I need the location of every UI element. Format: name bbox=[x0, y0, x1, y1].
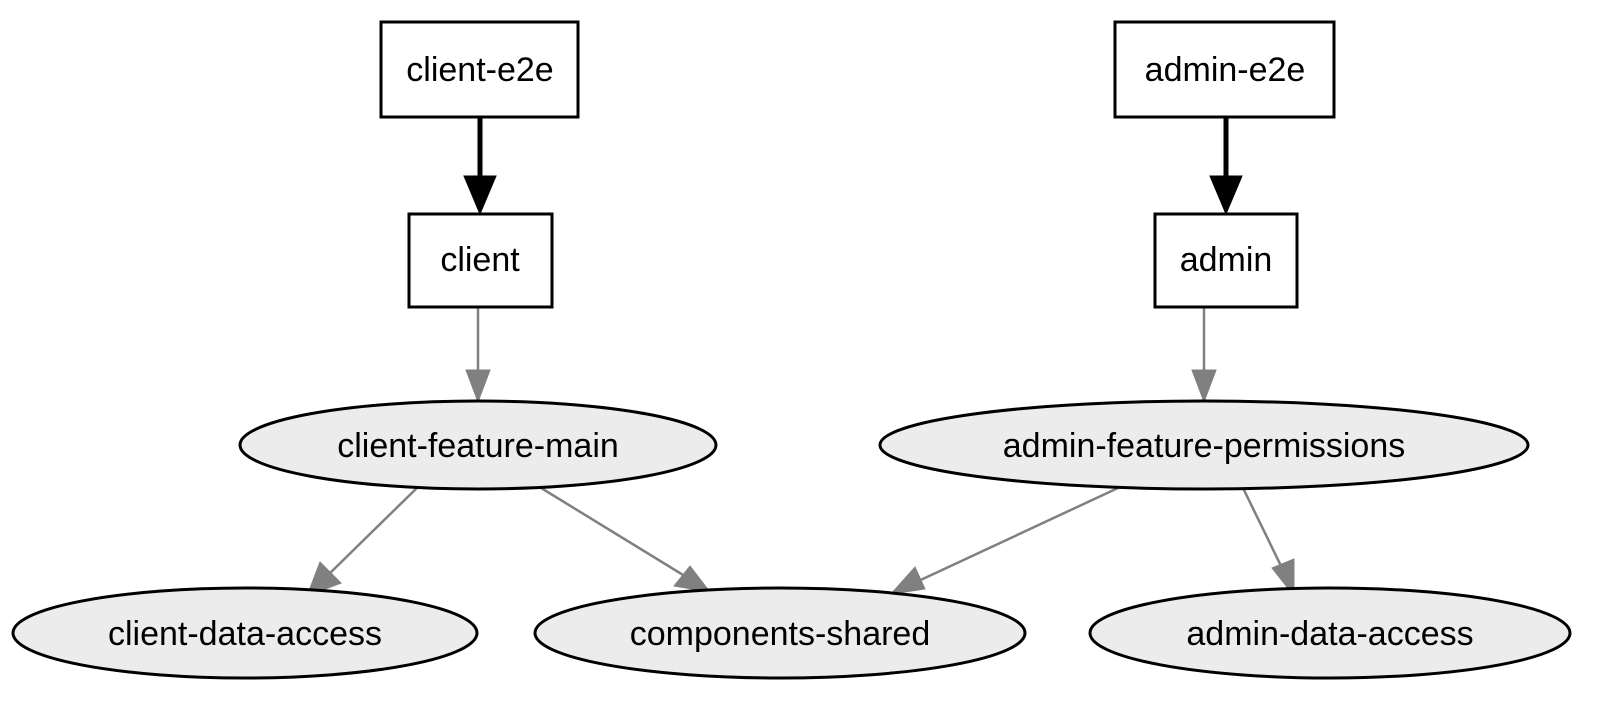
arrowhead-icon bbox=[1209, 175, 1243, 216]
node-admin-e2e[interactable]: admin-e2e bbox=[1113, 20, 1336, 119]
edge-line bbox=[532, 481, 689, 580]
node-label-admin-e2e: admin-e2e bbox=[1145, 51, 1306, 89]
node-client-data-access[interactable]: client-data-access bbox=[11, 586, 479, 680]
edge-admin-to-admin-feature-permissions[interactable] bbox=[1191, 307, 1217, 404]
node-shape-box bbox=[379, 20, 580, 119]
node-shape-box bbox=[1113, 20, 1336, 119]
node-components-shared[interactable]: components-shared bbox=[533, 586, 1027, 680]
node-client-e2e[interactable]: client-e2e bbox=[379, 20, 580, 119]
edge-client-feature-main-to-client-data-access[interactable] bbox=[306, 482, 423, 597]
arrowhead-icon bbox=[1271, 558, 1295, 598]
edge-line bbox=[324, 482, 423, 579]
edge-client-e2e-to-client[interactable] bbox=[463, 117, 497, 216]
node-shape-box bbox=[1153, 212, 1299, 309]
arrowhead-icon bbox=[673, 565, 712, 593]
node-label-admin-feature-permissions: admin-feature-permissions bbox=[1003, 427, 1406, 465]
node-admin-feature-permissions[interactable]: admin-feature-permissions bbox=[878, 399, 1530, 491]
node-shape-ellipse bbox=[878, 399, 1530, 491]
edge-client-feature-main-to-components-shared[interactable] bbox=[532, 481, 712, 593]
node-label-components-shared: components-shared bbox=[630, 615, 931, 653]
edge-admin-feature-permissions-to-components-shared[interactable] bbox=[889, 486, 1119, 595]
node-admin[interactable]: admin bbox=[1153, 212, 1299, 309]
node-label-client-e2e: client-e2e bbox=[406, 51, 553, 89]
edge-admin-feature-permissions-to-admin-data-access[interactable] bbox=[1241, 487, 1295, 598]
edge-line bbox=[1241, 487, 1285, 571]
arrowhead-icon bbox=[465, 369, 491, 404]
node-client-feature-main[interactable]: client-feature-main bbox=[238, 399, 718, 491]
edge-admin-e2e-to-admin[interactable] bbox=[1209, 117, 1243, 216]
node-label-admin-data-access: admin-data-access bbox=[1186, 615, 1473, 653]
node-admin-data-access[interactable]: admin-data-access bbox=[1088, 586, 1572, 680]
node-client[interactable]: client bbox=[407, 212, 554, 309]
arrowhead-icon bbox=[463, 175, 497, 216]
edge-client-to-client-feature-main[interactable] bbox=[465, 307, 491, 404]
node-shape-ellipse bbox=[238, 399, 718, 491]
node-label-admin: admin bbox=[1180, 241, 1273, 279]
node-shape-ellipse bbox=[1088, 586, 1572, 680]
arrowhead-icon bbox=[889, 566, 926, 595]
node-label-client-feature-main: client-feature-main bbox=[337, 427, 619, 465]
node-shape-box bbox=[407, 212, 554, 309]
node-label-client-data-access: client-data-access bbox=[108, 615, 382, 653]
arrowhead-icon bbox=[1191, 369, 1217, 404]
node-shape-ellipse bbox=[11, 586, 479, 680]
node-label-client: client bbox=[440, 241, 520, 279]
node-shape-ellipse bbox=[533, 586, 1027, 680]
edge-line bbox=[911, 486, 1119, 586]
